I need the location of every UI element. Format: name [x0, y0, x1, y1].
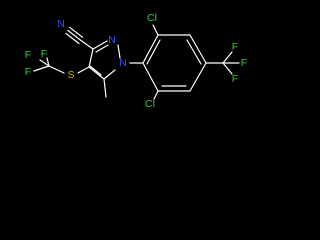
- bond-c3-n2-inner: [95, 44, 109, 53]
- bond-nitrile-3: [68, 26, 84, 38]
- bond-ph-4: [189, 62, 207, 92]
- bond-n1-c5: [103, 69, 116, 80]
- bonds: [33, 24, 240, 100]
- cf3-ring-f2-label: F: [241, 57, 247, 69]
- bond-ph-cl-top: [152, 24, 159, 36]
- bond-c3-cnitrile: [80, 39, 94, 50]
- cf3-s-f3-label: F: [41, 48, 47, 60]
- bond-c3-n2: [92, 40, 108, 50]
- atom-labels: N N N S F F F Cl Cl F F F: [25, 12, 247, 110]
- pyrazole-n2-label: N: [108, 34, 116, 46]
- bond-ring-cf3-f3: [222, 62, 233, 75]
- bond-ph-3-inner: [186, 39, 202, 65]
- bond-ph-1-inner: [146, 39, 161, 65]
- bond-c5-c4: [88, 66, 105, 80]
- cf3-ring-f1-label: F: [232, 41, 238, 53]
- bond-ph-6: [142, 62, 159, 92]
- bond-c5-methyl: [103, 78, 107, 98]
- bond-ring-cf3-f1: [222, 51, 233, 64]
- bond-cf3-f3: [46, 57, 50, 67]
- cf3-s-f2-label: F: [25, 66, 31, 78]
- cl-bottom-label: Cl: [145, 98, 155, 110]
- sulfur-label: S: [67, 69, 74, 81]
- nitrile-n-label: N: [57, 18, 65, 30]
- bond-ph-1: [142, 34, 159, 64]
- molecule-structure: N N N S F F F Cl Cl F F F: [25, 12, 247, 110]
- bond-n2-n1: [117, 44, 121, 59]
- bond-ph-3: [189, 34, 207, 64]
- cf3-s-f1-label: F: [25, 49, 31, 61]
- bond-s-cf3: [48, 65, 65, 74]
- bond-nitrile-1: [65, 32, 80, 45]
- bond-ph-cl-bottom: [153, 90, 159, 100]
- bond-cf3-f1: [39, 59, 50, 67]
- bond-c4-s: [77, 66, 90, 74]
- bond-cf3-f2: [33, 65, 50, 72]
- bond-c4-c3: [88, 48, 94, 68]
- cf3-ring-f3-label: F: [232, 73, 238, 85]
- bond-c5-c4-inner: [89, 65, 102, 76]
- cl-top-label: Cl: [147, 12, 157, 24]
- bond-nitrile-2: [67, 29, 82, 42]
- pyrazole-n1-label: N: [119, 57, 127, 69]
